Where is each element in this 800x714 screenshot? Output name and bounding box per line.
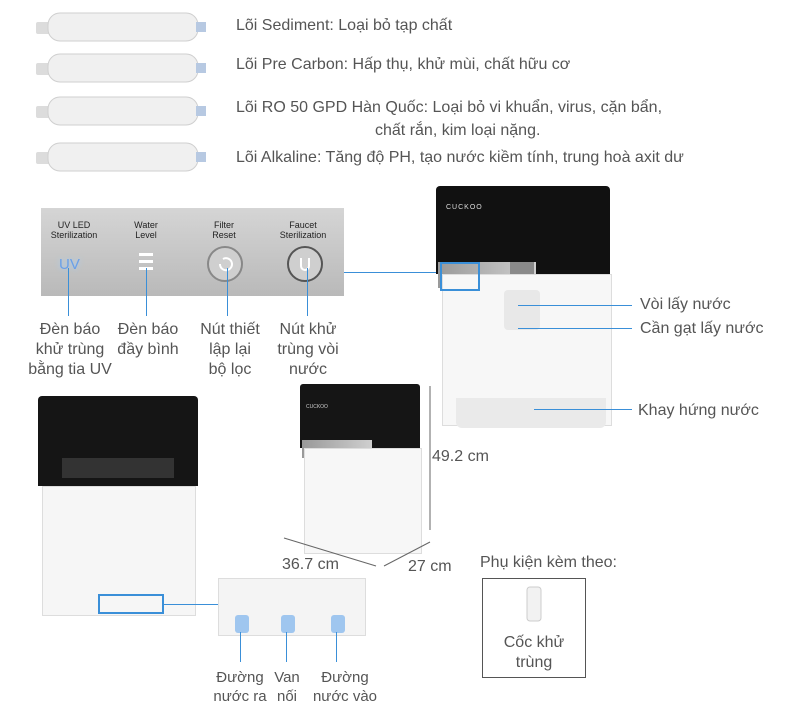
height-dimension: 49.2 cm <box>432 448 489 465</box>
faucet-sterilization-title: Faucet Sterilization <box>279 220 327 240</box>
water-purifier-rear-image <box>38 396 198 616</box>
depth-dimension: 27 cm <box>408 558 452 575</box>
accessory-box: Cốc khử trùng <box>482 578 586 678</box>
alkaline-cartridge-image <box>36 142 206 172</box>
water-level-caption: Đèn báo đầy bình <box>117 321 179 358</box>
filter-reset-button[interactable] <box>207 246 243 282</box>
uv-indicator-caption: Đèn báo khử trùng bằng tia UV <box>28 321 112 378</box>
filter-sediment-label: Lõi Sediment: Loại bỏ tạp chất <box>236 17 453 34</box>
pre-carbon-cartridge-image <box>36 53 206 83</box>
control-panel-closeup: UV LED Sterilization UV Water Level Filt… <box>41 208 344 296</box>
water-purifier-dimensions-image: CUCKOO <box>300 384 422 554</box>
filter-reset-title: Filter Reset <box>212 220 236 240</box>
width-dimension: 36.7 cm <box>282 556 339 573</box>
faucet-sterilization-button[interactable] <box>287 246 323 282</box>
filter-ro-label-line2: chất rắn, kim loại nặng. <box>375 122 541 139</box>
uv-sterilization-title: UV LED Sterilization <box>50 220 98 240</box>
faucet-sterilization-caption: Nút khử trùng vòi nước <box>277 321 339 378</box>
sterilization-cup-icon <box>526 586 542 622</box>
tap-label: Vòi lấy nước <box>640 296 731 313</box>
uv-indicator-icon: UV <box>59 256 80 273</box>
water-in-label: Đường nước vào <box>312 669 378 705</box>
water-out-label: Đường nước ra <box>213 669 267 705</box>
filter-pre-carbon-label: Lõi Pre Carbon: Hấp thụ, khử mùi, chất h… <box>236 56 571 73</box>
filter-alkaline-label: Lõi Alkaline: Tăng độ PH, tạo nước kiềm … <box>236 149 684 166</box>
water-level-title: Water Level <box>134 220 158 240</box>
accessory-title: Phụ kiện kèm theo: <box>480 554 617 571</box>
water-purifier-front-image: CUCKOO <box>436 186 612 428</box>
brand-logo-small: CUCKOO <box>306 404 328 410</box>
reset-icon <box>218 257 233 272</box>
filter-ro-label: Lõi RO 50 GPD Hàn Quốc: Loại bỏ vi khuẩn… <box>236 99 663 116</box>
rear-ports-closeup <box>218 578 366 636</box>
ro-cartridge-image <box>36 96 206 126</box>
sediment-cartridge-image <box>36 12 206 42</box>
connector-valve-label: Van nối <box>274 669 300 705</box>
filter-reset-caption: Nút thiết lập lại bộ lọc <box>200 321 260 378</box>
lever-label: Cần gạt lấy nước <box>640 320 764 337</box>
tray-label: Khay hứng nước <box>638 402 759 419</box>
brand-logo: CUCKOO <box>446 204 483 211</box>
sterilization-cup-label: Cốc khử trùng <box>503 634 565 671</box>
faucet-icon <box>300 258 310 271</box>
dimension-arrows <box>283 386 431 567</box>
